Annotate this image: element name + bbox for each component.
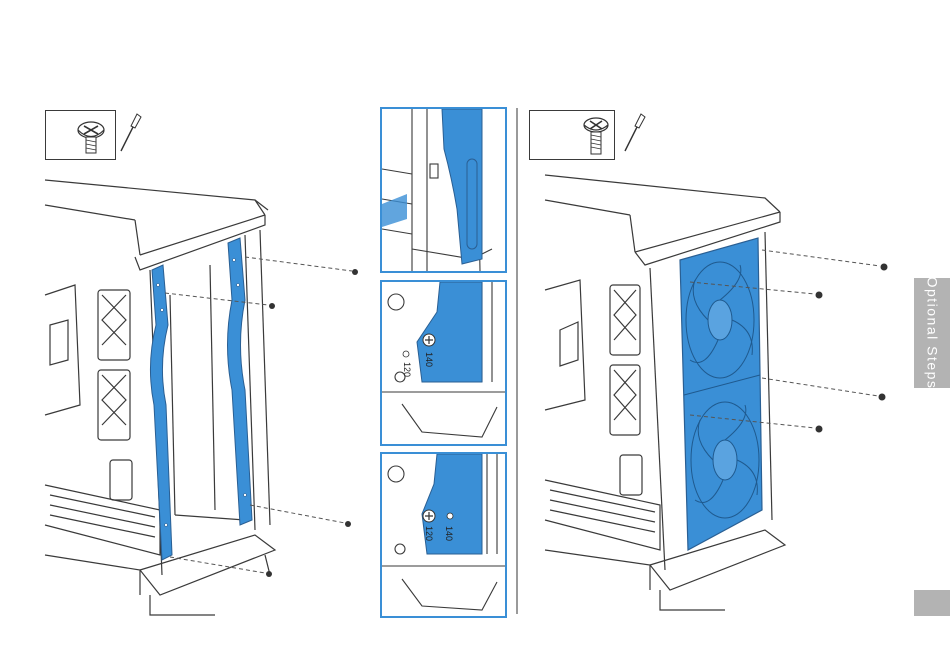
detail-label-120: 120 <box>402 362 412 377</box>
optional-steps-tab[interactable]: Optional Steps <box>914 278 950 388</box>
right-case-illustration <box>540 170 900 620</box>
left-case-illustration <box>40 175 370 620</box>
page-tab <box>914 590 950 616</box>
left-tool-box <box>45 110 116 160</box>
screw-icon <box>530 111 616 161</box>
detail-label-120: 120 <box>424 526 434 541</box>
right-tool-box <box>529 110 615 160</box>
detail-view-1 <box>380 107 507 273</box>
detail-label-140: 140 <box>444 526 454 541</box>
screwdriver-icon <box>118 112 142 154</box>
detail-label-140: 140 <box>424 352 434 367</box>
optional-steps-label: Optional Steps <box>924 277 940 390</box>
screw-icon <box>46 111 117 161</box>
detail-view-3: 140 120 <box>380 452 507 618</box>
detail-view-2: 140 120 <box>380 280 507 446</box>
screwdriver-icon <box>622 112 646 154</box>
section-divider <box>516 108 518 614</box>
